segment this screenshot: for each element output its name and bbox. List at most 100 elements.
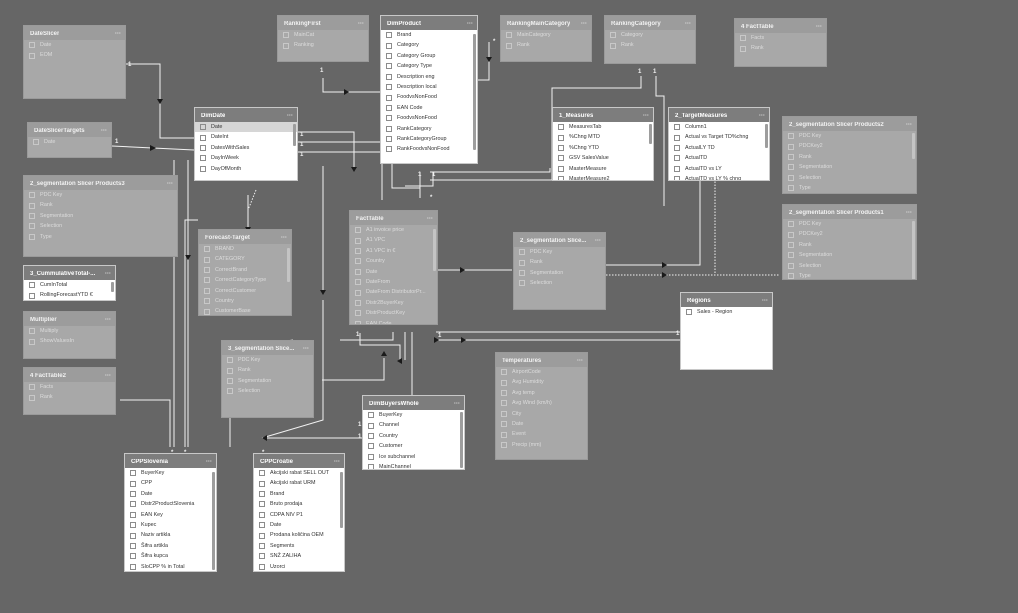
field-row[interactable]: A1 VPC [350, 235, 437, 245]
field-row[interactable]: PDC Key [783, 219, 916, 229]
field-row[interactable]: Category Type [381, 61, 477, 71]
field-row[interactable]: Akcijski rabat SELL OUT [254, 468, 344, 478]
more-options-icon[interactable]: ··· [115, 31, 121, 37]
table-card-segslicerproducts3[interactable]: 2_segmentation Slicer Products3···PDC Ke… [23, 175, 178, 257]
field-row[interactable]: Customer [363, 441, 464, 451]
field-row[interactable]: EAN Code [381, 103, 477, 113]
field-row[interactable]: Actual vs Target TD%chng [669, 132, 769, 142]
field-row[interactable]: Segmentation [783, 162, 916, 172]
field-row[interactable]: Segmentation [24, 211, 177, 221]
table-header[interactable]: 4 FactTable··· [735, 19, 826, 33]
field-row[interactable]: Avg Humidity [496, 377, 587, 387]
field-row[interactable]: DayOfMonth [195, 164, 297, 174]
field-row[interactable]: Category [605, 30, 695, 40]
field-row[interactable]: DatesWithSales [195, 143, 297, 153]
table-header[interactable]: RankingCategory··· [605, 16, 695, 30]
field-row[interactable]: CorrectCustomer [199, 286, 291, 296]
table-scrollbar[interactable] [460, 412, 463, 468]
more-options-icon[interactable]: ··· [105, 317, 111, 323]
field-row[interactable]: CDPA NIV P1 [254, 510, 344, 520]
table-card-dateslicertargets[interactable]: DateSlicerTargets···Date [27, 122, 112, 158]
field-row[interactable]: CorrectBrand [199, 265, 291, 275]
field-row[interactable]: MainCategory [501, 30, 591, 40]
field-row[interactable]: CorrectCategoryType [199, 275, 291, 285]
table-scrollbar[interactable] [765, 124, 768, 148]
field-row[interactable]: Rank [501, 40, 591, 50]
field-row[interactable]: PDC Key [783, 131, 916, 141]
field-row[interactable]: Selection [222, 386, 313, 396]
field-row[interactable]: BuyerKey [125, 468, 216, 478]
field-row[interactable]: City [496, 409, 587, 419]
table-scrollbar[interactable] [433, 229, 436, 271]
field-row[interactable]: Ranking [278, 40, 368, 50]
field-row[interactable]: DateFrom [350, 277, 437, 287]
table-scrollbar[interactable] [212, 472, 215, 570]
table-header[interactable]: 2_segmentation Slice...··· [514, 233, 605, 247]
field-row[interactable]: Rank [514, 257, 605, 267]
field-row[interactable]: %Chng YTD [553, 143, 653, 153]
field-row[interactable]: BuyerKey [363, 410, 464, 420]
field-row[interactable]: MainChannel [363, 462, 464, 469]
table-scrollbar[interactable] [111, 282, 114, 292]
field-row[interactable]: Date [254, 520, 344, 530]
field-row[interactable]: Date [350, 267, 437, 277]
field-row[interactable]: MasterMeasure [553, 164, 653, 174]
more-options-icon[interactable]: ··· [816, 24, 822, 30]
field-row[interactable]: DateInt [195, 132, 297, 142]
field-row[interactable]: Column1 [669, 122, 769, 132]
table-header[interactable]: 3_CummulativeTotal-...··· [24, 266, 115, 280]
field-row[interactable]: EAN Code [350, 319, 437, 324]
field-row[interactable]: RankCategory [381, 124, 477, 134]
table-header[interactable]: DimDate··· [195, 108, 297, 122]
table-header[interactable]: CPPSlovenia··· [125, 454, 216, 468]
field-row[interactable]: CPP [125, 478, 216, 488]
field-row[interactable]: Rank [783, 152, 916, 162]
field-row[interactable]: RankCategoryGroup [381, 134, 477, 144]
field-row[interactable]: Date [496, 419, 587, 429]
field-row[interactable]: FoodvsNonFood [381, 92, 477, 102]
field-row[interactable]: Avg Wind (km/h) [496, 398, 587, 408]
more-options-icon[interactable]: ··· [101, 128, 107, 134]
field-row[interactable]: A1 invoice price [350, 225, 437, 235]
field-row[interactable]: Event [496, 429, 587, 439]
field-row[interactable]: Šifra artikla [125, 541, 216, 551]
field-row[interactable]: Segmentation [222, 376, 313, 386]
table-header[interactable]: Forecast-Target··· [199, 230, 291, 244]
field-row[interactable]: Facts [735, 33, 826, 43]
table-scrollbar[interactable] [649, 124, 652, 144]
more-options-icon[interactable]: ··· [595, 238, 601, 244]
table-header[interactable]: RankingMainCategory··· [501, 16, 591, 30]
field-row[interactable]: PDC Key [514, 247, 605, 257]
more-options-icon[interactable]: ··· [303, 346, 309, 352]
field-row[interactable]: DateFrom DistributorPr... [350, 287, 437, 297]
field-row[interactable]: Rank [24, 392, 115, 402]
more-options-icon[interactable]: ··· [167, 181, 173, 187]
field-row[interactable]: RollingForecastYTD € [24, 290, 115, 300]
field-row[interactable]: Rank [222, 365, 313, 375]
field-row[interactable]: Sales - Region [681, 307, 772, 317]
field-row[interactable]: Bruto prodaja [254, 499, 344, 509]
field-row[interactable]: Avg temp [496, 388, 587, 398]
field-row[interactable]: RankFoodvsNonFood [381, 144, 477, 154]
more-options-icon[interactable]: ··· [105, 271, 111, 277]
table-card-segslicerproducts2[interactable]: 2_segmentation Slicer Products2···PDC Ke… [782, 116, 917, 194]
table-header[interactable]: 2_segmentation Slicer Products2··· [783, 117, 916, 131]
field-row[interactable]: A1 VPC in € [350, 246, 437, 256]
field-row[interactable]: Kupec [125, 520, 216, 530]
field-row[interactable]: Brand [254, 489, 344, 499]
table-scrollbar[interactable] [340, 472, 343, 528]
field-row[interactable]: %Chng MTD [553, 132, 653, 142]
more-options-icon[interactable]: ··· [643, 113, 649, 119]
more-options-icon[interactable]: ··· [685, 21, 691, 27]
field-row[interactable]: Distr2BuyerKey [350, 298, 437, 308]
